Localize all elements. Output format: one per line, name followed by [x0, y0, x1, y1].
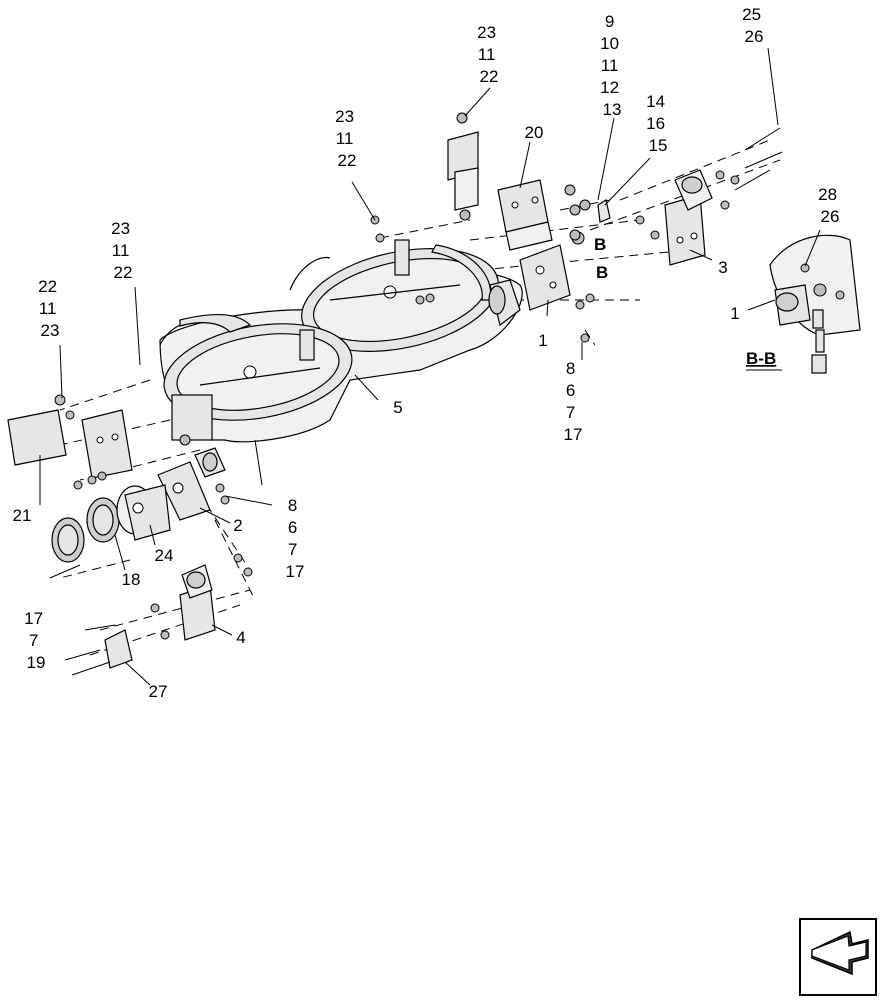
callout-23-11-22-left: 23 11 22	[111, 219, 135, 282]
callout-24: 24	[155, 546, 174, 565]
callout-14-16-15: 14 16 15	[646, 92, 670, 155]
callout-8-6-7-17-right: 8 6 7 17	[564, 359, 583, 444]
callout-3: 3	[718, 258, 727, 277]
callout-17-7-19: 17 7 19	[24, 609, 48, 672]
section-view-title: B-B	[746, 349, 776, 368]
callout-1-section: 1	[730, 304, 739, 323]
callout-8-6-7-17-left: 8 6 7 17	[286, 496, 305, 581]
callout-9-13: 9 10 11 12 13	[600, 12, 624, 119]
callout-leaders	[39, 47, 821, 686]
callout-28-26: 28 26	[818, 185, 842, 226]
section-mark-b-upper: B	[594, 235, 606, 254]
plate-1-part	[519, 231, 595, 311]
callout-23-11-22-mid: 23 11 22	[335, 107, 359, 170]
bearing-bracket-4-part	[150, 553, 253, 641]
pulley-assembly-part	[49, 484, 171, 579]
guard-27-part	[64, 624, 133, 676]
callout-25-26: 25 26	[742, 5, 766, 46]
cover-21-part	[7, 394, 75, 466]
section-mark-b-lower: B	[596, 263, 608, 282]
bracket-2-part	[157, 394, 263, 521]
callout-2: 2	[233, 516, 242, 535]
callout-4: 4	[236, 628, 245, 647]
callout-27: 27	[149, 682, 168, 701]
callout-labels: 23 11 22 9 10 11 12 13 25 26 20 14 16 15…	[13, 5, 842, 701]
callout-22-11-23-left: 22 11 23	[38, 277, 62, 340]
callout-5: 5	[393, 398, 402, 417]
arrow-next-icon[interactable]	[799, 918, 877, 996]
section-view-b-b	[769, 234, 861, 374]
callout-21: 21	[13, 506, 32, 525]
bracket-20-part	[497, 179, 591, 251]
callout-1-plate: 1	[538, 331, 547, 350]
hardware-small-parts	[370, 199, 611, 360]
bearing-bracket-3-part	[635, 127, 783, 266]
callout-20: 20	[525, 123, 544, 142]
callout-18: 18	[122, 570, 141, 589]
callout-23-11-22-top: 23 11 22	[477, 23, 501, 86]
plate-left-part	[73, 409, 133, 490]
cover-upper-part	[447, 112, 479, 221]
